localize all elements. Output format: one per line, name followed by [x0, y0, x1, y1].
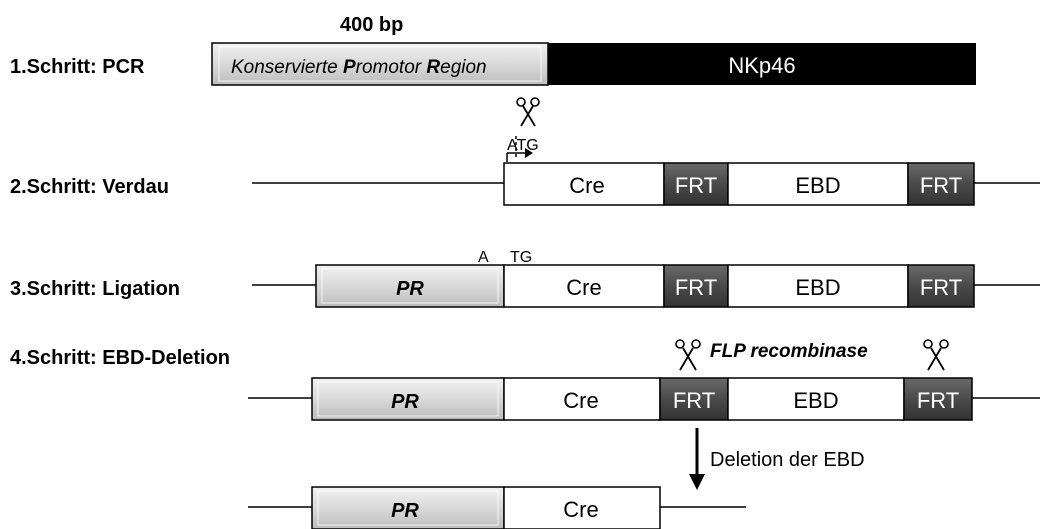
- cre-label: Cre: [563, 497, 598, 522]
- pr-box: [315, 264, 505, 308]
- step1-label: 1.Schritt: PCR: [10, 56, 145, 78]
- step2-label: 2.Schritt: Verdau: [10, 176, 169, 198]
- scissors-icon: [923, 339, 949, 371]
- frt-label: FRT: [675, 173, 717, 198]
- frt-box: [903, 377, 973, 421]
- pr-label: PR: [396, 278, 424, 300]
- bp-label: 400 bp: [340, 14, 403, 36]
- cre-box: [503, 264, 665, 308]
- frt-box: [663, 264, 729, 308]
- ebd-box: [727, 162, 909, 206]
- atg-tg-label: TG: [510, 249, 532, 266]
- cre-label: Cre: [569, 173, 604, 198]
- ebd-label: EBD: [793, 388, 838, 413]
- pr-box: [311, 377, 505, 421]
- ebd-label: EBD: [795, 275, 840, 300]
- cre-label: Cre: [566, 275, 601, 300]
- frt-box: [907, 162, 975, 206]
- step4-label: 4.Schritt: EBD-Deletion: [10, 347, 230, 369]
- promoter-region-box: [211, 42, 549, 86]
- nkp46-label: NKp46: [728, 53, 795, 78]
- promoter-region-label: Konservierte Promotor Region: [231, 57, 487, 78]
- deletion-label: Deletion der EBD: [710, 449, 865, 471]
- frt-label: FRT: [920, 275, 962, 300]
- ebd-label: EBD: [795, 173, 840, 198]
- flp-recombinase-label: FLP recombinase: [710, 341, 868, 362]
- arrow-right-icon: [506, 148, 533, 162]
- frt-label: FRT: [917, 388, 959, 413]
- pr-label: PR: [391, 500, 419, 522]
- atg-label-step2: ATG: [507, 137, 539, 154]
- frt-box: [907, 264, 975, 308]
- pr-label: PR: [391, 391, 419, 413]
- scissors-icon: [675, 339, 701, 371]
- atg-a-label: A: [478, 249, 489, 266]
- nkp46-segment: [548, 43, 976, 85]
- scissors-icon: [516, 97, 540, 127]
- frt-label: FRT: [920, 173, 962, 198]
- ebd-box: [727, 377, 905, 421]
- cre-box: [503, 162, 665, 206]
- step3-label: 3.Schritt: Ligation: [10, 278, 180, 300]
- frt-box: [663, 162, 729, 206]
- cre-label: Cre: [563, 388, 598, 413]
- cre-box: [503, 486, 661, 529]
- cre-box: [503, 377, 661, 421]
- frt-label: FRT: [673, 388, 715, 413]
- pr-box: [311, 486, 505, 529]
- arrow-down-icon: [689, 428, 705, 490]
- frt-label: FRT: [675, 275, 717, 300]
